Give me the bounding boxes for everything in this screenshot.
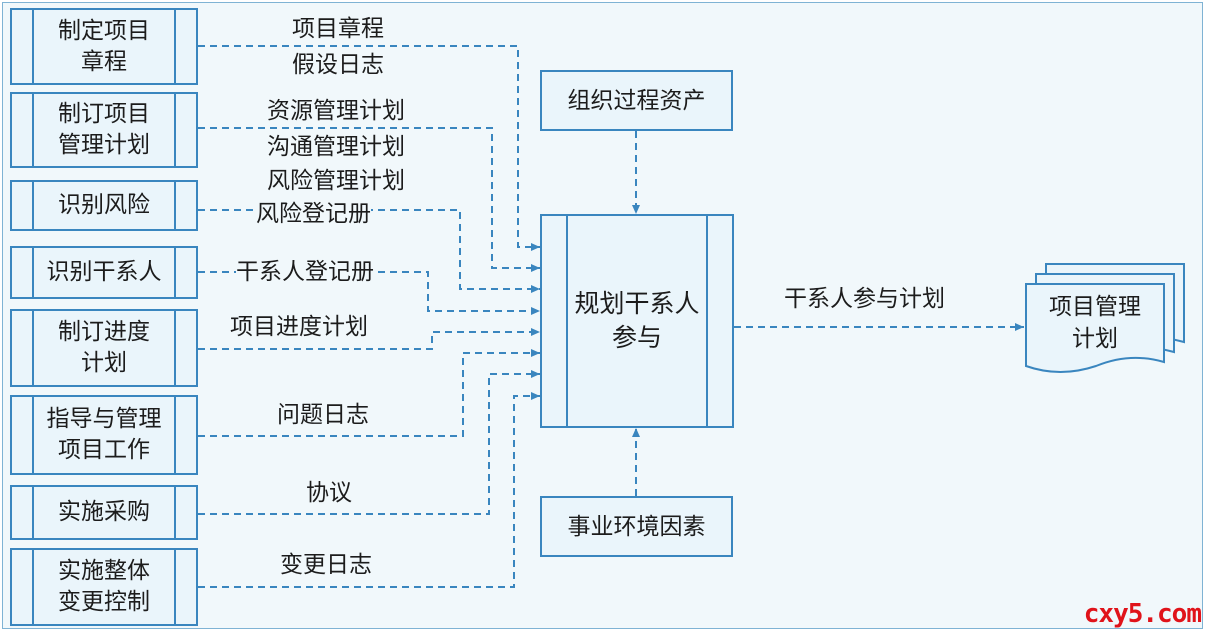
- output-document-icon: [1025, 263, 1185, 373]
- process-box: 规划干系人 参与: [540, 214, 734, 428]
- input-box-procure: 实施采购: [10, 485, 198, 540]
- input-box-charter: 制定项目 章程: [10, 8, 198, 85]
- connector-change: [198, 392, 540, 588]
- flow-label-charter: 项目章程: [292, 16, 384, 42]
- org-process-assets-label: 组织过程资产: [567, 87, 706, 114]
- connector-pmplan: [198, 127, 540, 272]
- flow-label-communication-plan: 沟通管理计划: [267, 134, 405, 160]
- connector-procure: [198, 370, 540, 515]
- connector-direct: [198, 349, 540, 437]
- enterprise-env-factors-label: 事业环境因素: [567, 513, 706, 540]
- flow-label-schedule: 项目进度计划: [230, 314, 368, 340]
- connector-charter: [198, 45, 540, 251]
- connector-risk: [198, 209, 540, 293]
- org-process-assets-box: 组织过程资产: [540, 70, 733, 131]
- input-box-pmplan: 制订项目 管理计划: [10, 92, 198, 168]
- input-box-stakeholders: 识别干系人: [10, 246, 198, 299]
- input-box-risk: 识别风险: [10, 180, 198, 231]
- input-label-direct: 指导与管理 项目工作: [46, 406, 162, 463]
- input-label-charter: 制定项目 章程: [58, 17, 150, 75]
- input-label-change: 实施整体 变更控制: [58, 558, 150, 615]
- input-box-change: 实施整体 变更控制: [10, 548, 198, 626]
- connector-schedule: [198, 328, 540, 350]
- flow-label-stakeholder-register: 干系人登记册: [236, 259, 374, 285]
- output-document-label: 项目管理 计划: [1049, 294, 1141, 352]
- input-box-schedule: 制订进度 计划: [10, 309, 198, 387]
- watermark-text: cxy5.com: [1083, 599, 1202, 629]
- input-label-procure: 实施采购: [58, 499, 150, 525]
- output-label: 干系人参与计划: [784, 286, 945, 312]
- input-label-risk: 识别风险: [58, 192, 150, 218]
- flow-label-assumption-log: 假设日志: [292, 52, 384, 78]
- output-document-box: 项目管理 计划: [1026, 284, 1164, 362]
- flow-label-resource-plan: 资源管理计划: [267, 98, 405, 124]
- flow-label-risk-register: 风险登记册: [256, 201, 371, 227]
- enterprise-env-factors-box: 事业环境因素: [540, 496, 733, 557]
- flow-label-issue-log: 问题日志: [277, 402, 369, 428]
- flow-label-agreements: 协议: [306, 480, 352, 506]
- flow-label-change-log: 变更日志: [280, 552, 372, 578]
- input-label-schedule: 制订进度 计划: [58, 319, 150, 376]
- process-label: 规划干系人 参与: [574, 289, 700, 352]
- input-box-direct: 指导与管理 项目工作: [10, 395, 198, 475]
- input-label-stakeholders: 识别干系人: [46, 259, 162, 285]
- flow-label-risk-plan: 风险管理计划: [267, 168, 405, 194]
- input-label-pmplan: 制订项目 管理计划: [58, 101, 150, 158]
